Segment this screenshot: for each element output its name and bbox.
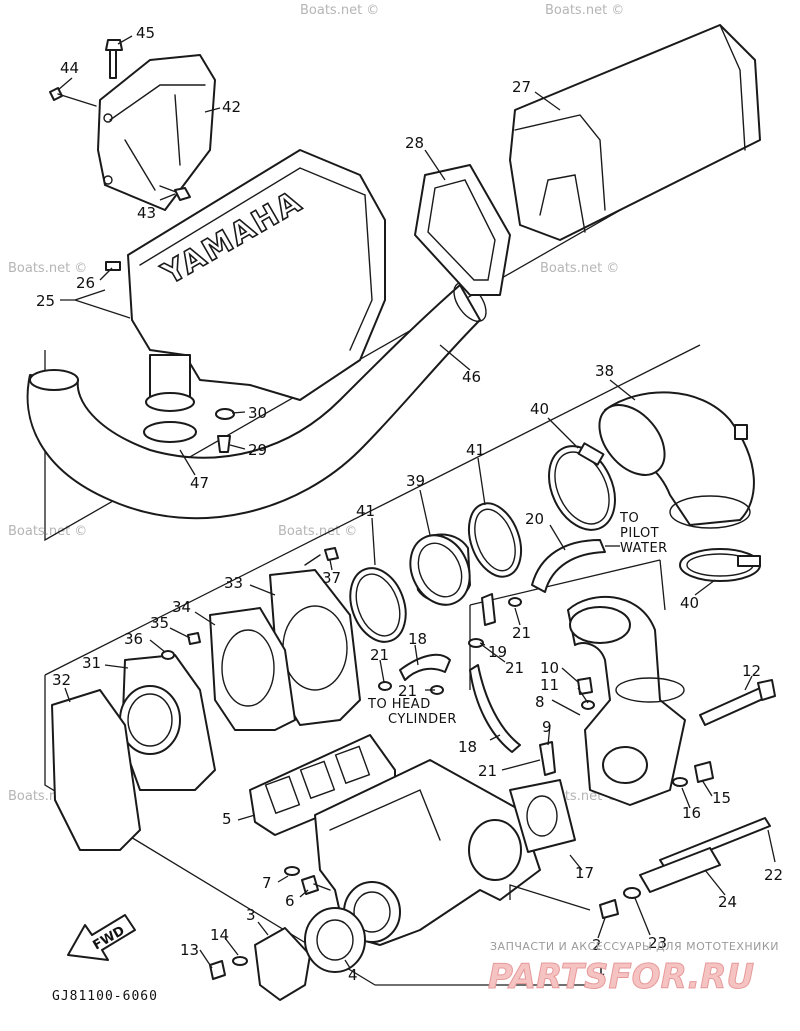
note-pilot: PILOT [620, 526, 659, 541]
callout-28: 28 [405, 134, 424, 152]
callout-2: 2 [592, 936, 602, 954]
callout-22: 22 [764, 866, 783, 884]
drawing-code: GJ81100-6060 [52, 989, 158, 1004]
hose-46 [26, 282, 487, 520]
callout-numbers: 45 44 42 43 27 28 26 25 46 30 29 47 38 4… [36, 24, 783, 984]
callout-24: 24 [718, 893, 737, 911]
callout-46: 46 [462, 368, 481, 386]
partsfor-watermark: ЗАПЧАСТИ И АКСЕССУАРЫ ДЛЯ МОТОТЕХНИКИ PA… [488, 940, 779, 998]
callout-39: 39 [406, 472, 425, 490]
callout-25: 25 [36, 292, 55, 310]
callout-38: 38 [595, 362, 614, 380]
callout-21: 21 [370, 646, 389, 664]
callout-19: 19 [488, 643, 507, 661]
callout-41: 41 [356, 502, 375, 520]
watermark: Boats.net © [8, 261, 87, 276]
watermark: Boats.net © [8, 524, 87, 539]
leader-lines [57, 35, 776, 986]
gaskets-and-plates [51, 569, 361, 851]
callout-7: 7 [262, 874, 272, 892]
watermark: Boats.net © [300, 3, 379, 18]
footer-tagline: ЗАПЧАСТИ И АКСЕССУАРЫ ДЛЯ МОТОТЕХНИКИ [490, 940, 779, 953]
elbow-38 [598, 391, 755, 529]
gasket-17 [509, 779, 576, 853]
callout-32: 32 [52, 671, 71, 689]
gasket-28 [414, 164, 511, 296]
callout-40: 40 [530, 400, 549, 418]
callout-21: 21 [398, 682, 417, 700]
callout-17: 17 [575, 864, 594, 882]
hose-clamp-40-upper [548, 442, 616, 531]
watermark: Boats.net © [278, 524, 357, 539]
note-cylinder: CYLINDER [388, 712, 457, 727]
callout-5: 5 [222, 810, 232, 828]
callout-14: 14 [210, 926, 229, 944]
callout-30: 30 [248, 404, 267, 422]
elbow-bolts [577, 677, 776, 787]
callout-35: 35 [150, 614, 169, 632]
note-water: WATER [620, 541, 668, 556]
callout-18: 18 [458, 738, 477, 756]
callout-21: 21 [505, 659, 524, 677]
note-to-head: TO HEAD [367, 697, 431, 712]
callout-41: 41 [466, 441, 485, 459]
small-bolts [161, 547, 339, 660]
callout-8: 8 [535, 693, 545, 711]
pilot-hose-20 [531, 539, 606, 593]
clamp-parts [215, 408, 235, 453]
callout-16: 16 [682, 804, 701, 822]
notes: TO PILOT WATER TO HEAD CYLINDER [367, 511, 668, 727]
callout-21: 21 [478, 762, 497, 780]
callout-44: 44 [60, 59, 79, 77]
watermark: Boats.net © [540, 261, 619, 276]
callout-42: 42 [222, 98, 241, 116]
gasket-5 [249, 734, 396, 836]
lower-covers [209, 866, 366, 1001]
watermark: Boats.net © [545, 3, 624, 18]
muffler-25: YAMAHA [105, 149, 386, 443]
callout-45: 45 [136, 24, 155, 42]
callout-37: 37 [322, 569, 341, 587]
callout-20: 20 [525, 510, 544, 528]
callout-36: 36 [124, 630, 143, 648]
callout-40: 40 [680, 594, 699, 612]
callout-4: 4 [348, 966, 358, 984]
bracket-42 [49, 39, 216, 211]
callout-13: 13 [180, 941, 199, 959]
footer-logo: PARTSFOR.RU [488, 957, 754, 997]
fwd-arrow: FWD [67, 914, 136, 961]
pipe-and-fasteners [599, 817, 771, 919]
callout-43: 43 [137, 204, 156, 222]
callout-34: 34 [172, 598, 191, 616]
callout-23: 23 [648, 934, 667, 952]
callout-33: 33 [224, 574, 243, 592]
callout-29: 29 [248, 441, 267, 459]
callout-1: 1 [596, 961, 606, 979]
callout-10: 10 [540, 659, 559, 677]
callout-15: 15 [712, 789, 731, 807]
callout-31: 31 [82, 654, 101, 672]
callout-12: 12 [742, 662, 761, 680]
callout-27: 27 [512, 78, 531, 96]
joint-39-and-clamps-41 [349, 502, 523, 643]
note-to: TO [619, 511, 639, 526]
callout-11: 11 [540, 676, 559, 694]
callout-47: 47 [190, 474, 209, 492]
callout-21: 21 [512, 624, 531, 642]
callout-9: 9 [542, 718, 552, 736]
chamber-27 [509, 24, 761, 241]
callout-3: 3 [246, 906, 256, 924]
cooling-hoses [378, 593, 556, 776]
exhaust-elbow [567, 595, 686, 806]
hose-clamp-40-lower [679, 548, 761, 582]
callout-26: 26 [76, 274, 95, 292]
callout-18: 18 [408, 630, 427, 648]
callout-6: 6 [285, 892, 295, 910]
